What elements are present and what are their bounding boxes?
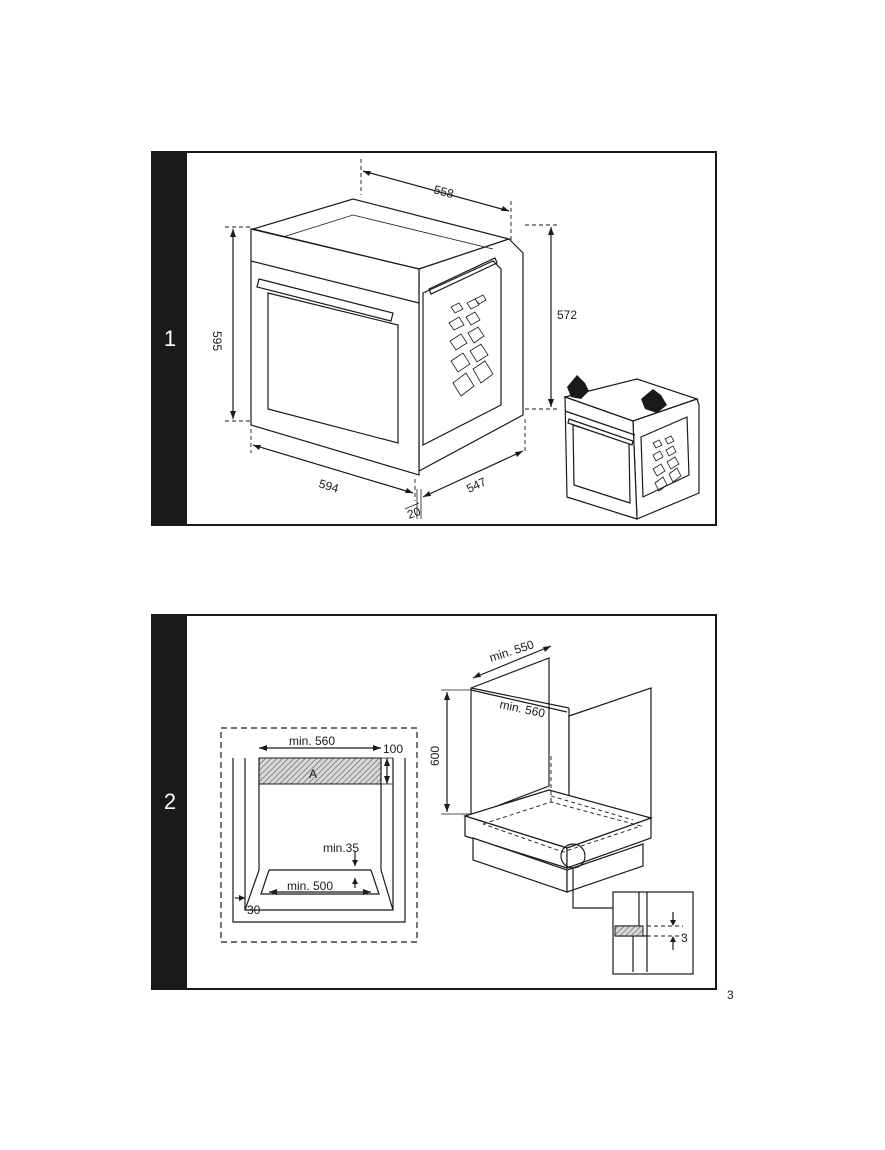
label-area-A: A — [309, 767, 317, 781]
label-min35: min.35 — [323, 841, 359, 855]
installation-cabinet-drawing: min. 560 100 A min.35 min. 500 30 — [220, 637, 694, 975]
oven-side-panel — [422, 260, 502, 446]
label-min500: min. 500 — [287, 879, 333, 893]
cabinet-isometric — [441, 645, 694, 975]
oven-door-window — [267, 292, 399, 444]
figure-number: 2 — [163, 789, 177, 814]
small-oven-side — [632, 398, 700, 520]
figure-number-tab: 2 — [153, 616, 187, 988]
figure-number: 1 — [163, 325, 177, 351]
oven-small-inset — [562, 375, 700, 520]
dim-558: 558 — [432, 182, 455, 201]
figure-2-panel: 2 — [151, 614, 717, 990]
figure-1-panel: 1 — [151, 151, 717, 526]
label-600: 600 — [428, 746, 442, 766]
oven-handle — [256, 278, 394, 322]
label-3: 3 — [681, 931, 688, 945]
cabinet-left-wall — [470, 657, 550, 817]
vent-diamonds — [448, 294, 494, 397]
label-min550: min. 550 — [488, 637, 536, 665]
dim-20: 20 — [405, 504, 423, 522]
oven-dimensions-drawing: 558 595 572 594 547 20 — [210, 159, 700, 522]
label-100: 100 — [383, 742, 403, 756]
dim-594: 594 — [317, 476, 341, 495]
oven-front — [250, 228, 420, 476]
dim-547: 547 — [464, 474, 488, 495]
figure-number-tab: 1 — [153, 153, 187, 524]
hand-left-icon — [567, 375, 589, 399]
label-min560-front: min. 560 — [289, 734, 335, 748]
dim-595: 595 — [210, 331, 224, 351]
oven-main — [250, 198, 524, 476]
cutout-front-view — [220, 727, 418, 943]
hand-right-icon — [641, 389, 667, 413]
dimension-lines — [225, 159, 557, 519]
page-number: 3 — [727, 988, 734, 1002]
dim-572: 572 — [557, 308, 577, 322]
detail-box — [612, 891, 694, 975]
label-30: 30 — [247, 903, 261, 917]
oven-side — [418, 238, 524, 473]
